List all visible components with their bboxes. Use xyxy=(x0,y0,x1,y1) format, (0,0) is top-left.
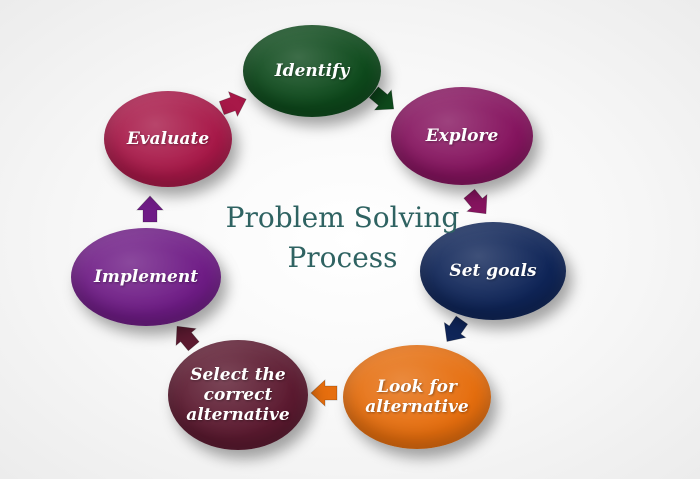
step-look-for-alternative-label: Look for alternative xyxy=(365,377,469,417)
step-explore: Explore xyxy=(391,87,533,185)
step-select-correct-alternative: Select the correct alternative xyxy=(168,340,308,450)
step-select-correct-alternative-label: Select the correct alternative xyxy=(186,365,290,425)
arrow-identify-to-explore xyxy=(368,86,395,111)
arrow-select-to-implement xyxy=(175,325,200,352)
step-evaluate: Evaluate xyxy=(104,91,232,187)
step-evaluate-label: Evaluate xyxy=(126,129,210,149)
step-identify: Identify xyxy=(243,25,381,117)
step-set-goals: Set goals xyxy=(420,222,566,320)
step-explore-label: Explore xyxy=(425,126,499,146)
step-identify-label: Identify xyxy=(274,61,350,81)
arrow-explore-to-set-goals xyxy=(463,188,488,215)
step-implement-label: Implement xyxy=(93,267,199,287)
arrow-look-for-to-select xyxy=(310,379,338,407)
diagram-title: Problem Solving Process xyxy=(225,201,460,274)
arrow-set-goals-to-look-for-alternative xyxy=(443,315,469,342)
step-look-for-alternative: Look for alternative xyxy=(343,345,491,449)
arrow-evaluate-to-identify xyxy=(218,91,247,118)
step-set-goals-label: Set goals xyxy=(449,261,537,281)
step-implement: Implement xyxy=(71,228,221,326)
arrow-implement-to-evaluate xyxy=(136,195,164,223)
